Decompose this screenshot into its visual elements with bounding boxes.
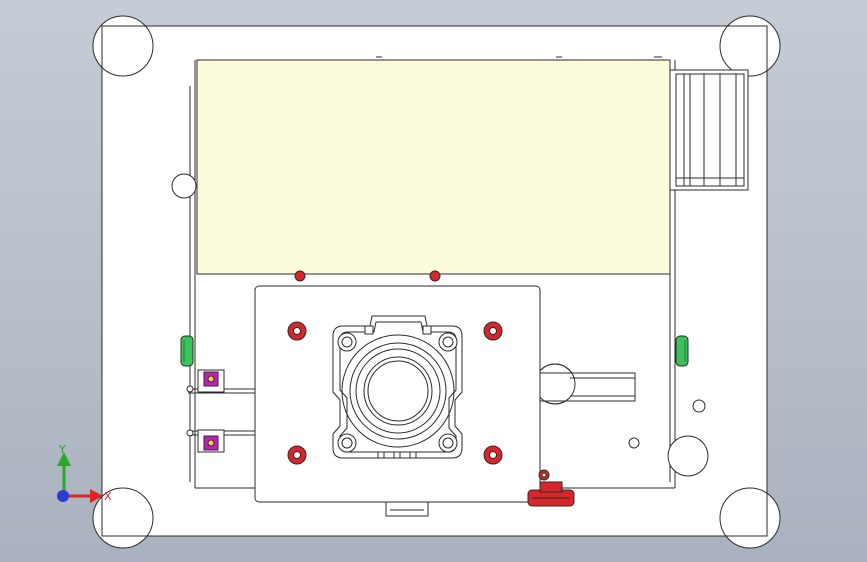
screw-top-right bbox=[483, 321, 503, 341]
frame-hole-right-tiny bbox=[628, 437, 640, 449]
corner-boss-top-left bbox=[92, 15, 154, 77]
corner-boss-bottom-right bbox=[719, 487, 781, 549]
corner-boss-top-right bbox=[719, 15, 781, 77]
cylinder-flange bbox=[332, 315, 463, 459]
cover-screw-left bbox=[294, 270, 306, 282]
triad-origin bbox=[57, 490, 69, 502]
guide-rail bbox=[534, 363, 636, 405]
corner-boss-bottom-left bbox=[92, 487, 154, 549]
triad-y-label: Y bbox=[58, 443, 66, 456]
fitting-right bbox=[675, 335, 689, 367]
screw-top-left bbox=[287, 321, 307, 341]
clamp-assembly bbox=[186, 369, 258, 453]
bottom-connector bbox=[385, 501, 429, 517]
coordinate-triad: X Y bbox=[57, 443, 112, 503]
top-cover bbox=[196, 56, 671, 282]
triad-x-label: X bbox=[104, 490, 112, 503]
flange-bolt-top-right bbox=[438, 332, 458, 352]
frame-hole-right-small bbox=[692, 399, 706, 413]
screw-bottom-right bbox=[483, 445, 503, 465]
piston-bore-outer bbox=[341, 334, 455, 448]
flange-bolt-bottom-left bbox=[337, 433, 357, 453]
motor bbox=[669, 69, 749, 191]
mounting-screws bbox=[287, 321, 503, 465]
cover-screw-right bbox=[429, 270, 441, 282]
piston-rod bbox=[363, 356, 433, 426]
fitting-left bbox=[180, 335, 194, 367]
flange-bolt-bottom-right bbox=[438, 433, 458, 453]
frame-hole-left bbox=[171, 173, 197, 199]
red-nut bbox=[527, 469, 575, 507]
screw-bottom-left bbox=[287, 445, 307, 465]
frame-hole-right-large bbox=[667, 435, 709, 477]
flange-bolt-top-left bbox=[337, 332, 357, 352]
